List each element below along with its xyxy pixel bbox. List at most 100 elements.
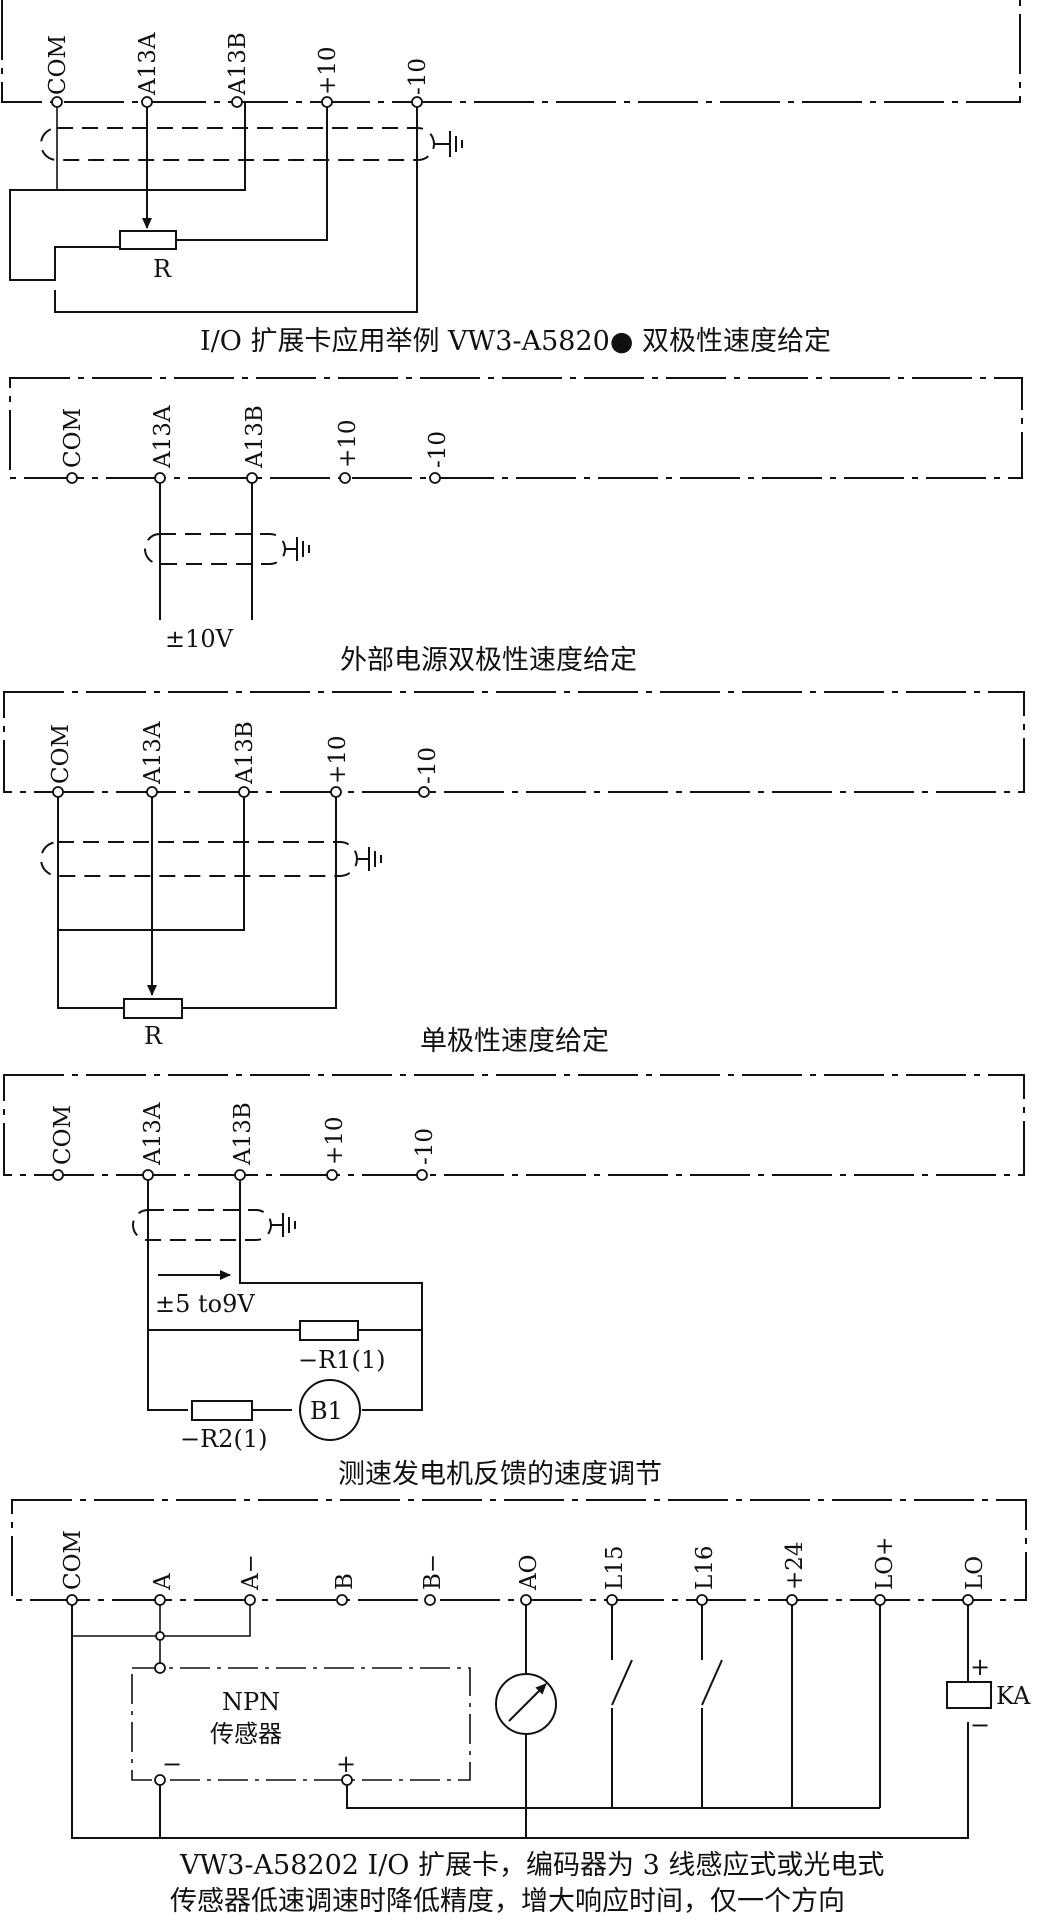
- potentiometer-r: [119, 230, 177, 250]
- shield-2: [144, 533, 286, 565]
- diagram-3: COM A13A A13B +10 -10 R 单极性速度给定: [3, 691, 1025, 1057]
- terminal-label-b-minus: B−: [420, 1554, 446, 1590]
- terminal-pin: [52, 786, 64, 798]
- terminal-pin: [244, 1594, 256, 1606]
- voltage-label: ±5 to9V: [155, 1290, 255, 1318]
- resistor-r2: [191, 1400, 253, 1421]
- terminal-label-a13a: A13A: [150, 405, 176, 469]
- terminal-pin: [424, 1594, 436, 1606]
- relay-minus-label: −: [970, 1711, 990, 1739]
- resistor-label-r: R: [153, 255, 172, 283]
- terminal-label-a-minus: A−: [238, 1554, 264, 1591]
- terminal-label-a13a: A13A: [140, 1102, 166, 1166]
- terminal-pin: [786, 1594, 798, 1606]
- terminal-label-a13b: A13B: [242, 405, 268, 469]
- meter-needle: [508, 1683, 547, 1722]
- diagram-1: COM A13A A13B +10 -10 R I/O 扩展卡应用举例 VW3-…: [1, 0, 1021, 357]
- wire-loop: [9, 102, 246, 281]
- sensor-terminal: [341, 1774, 353, 1786]
- terminal-pin: [51, 96, 63, 108]
- sensor-terminal: [154, 1662, 166, 1674]
- terminal-pin: [606, 1594, 618, 1606]
- terminal-pin: [696, 1594, 708, 1606]
- terminal-pin: [520, 1594, 532, 1606]
- terminal-pin: [154, 472, 166, 484]
- terminal-pin: [416, 1169, 428, 1181]
- wire-plus10: [182, 792, 337, 1009]
- sensor-enclosure: [131, 1667, 471, 1781]
- terminal-label-plus10: +10: [335, 419, 361, 468]
- terminal-label-com: COM: [48, 724, 74, 784]
- terminal-pin: [418, 786, 430, 798]
- terminal-pin: [142, 1169, 154, 1181]
- terminal-label-minus10: -10: [405, 58, 431, 95]
- wire-com: [71, 1600, 969, 1839]
- terminal-label-minus10: -10: [425, 431, 451, 468]
- terminal-pin: [336, 1594, 348, 1606]
- caption-3: 单极性速度给定: [420, 1026, 609, 1057]
- terminal-label-minus10: -10: [412, 1128, 438, 1165]
- terminal-pin: [231, 96, 243, 108]
- resistor-label-r1: −R1(1): [298, 1346, 385, 1374]
- diagram-5: COM A A− B B− AO L15 L16 +24 LO+ LO NPN …: [11, 1499, 1031, 1917]
- switch-l15: [611, 1600, 633, 1808]
- terminal-label-ao: AO: [516, 1555, 542, 1591]
- terminal-label-lo-plus: LO+: [872, 1537, 898, 1590]
- terminal-label-com: COM: [60, 408, 86, 468]
- wire-minus10: [54, 102, 418, 313]
- terminal-label-plus10: +10: [322, 1116, 348, 1165]
- relay-plus-label: +: [970, 1653, 990, 1681]
- caption-2: 外部电源双极性速度给定: [340, 645, 637, 676]
- sensor-terminal: [154, 1774, 166, 1786]
- sensor-plus-label: +: [336, 1750, 356, 1778]
- terminal-label-plus10: +10: [325, 735, 351, 784]
- terminal-pin: [141, 96, 153, 108]
- terminal-pin: [962, 1594, 974, 1606]
- terminal-label-a: A: [150, 1573, 176, 1591]
- resistor-label-r: R: [144, 1022, 163, 1050]
- terminal-label-a13b: A13B: [225, 32, 251, 96]
- wire-plus10: [176, 102, 328, 241]
- shield-ground-4: [271, 1213, 296, 1237]
- terminal-pin: [154, 1594, 166, 1606]
- terminal-label-lo: LO: [962, 1556, 988, 1590]
- caption-5-line2: 传感器低速调速时降低精度，增大响应时间，仅一个方向: [170, 1886, 845, 1917]
- terminal-pin: [66, 472, 78, 484]
- terminal-label-com: COM: [45, 35, 71, 95]
- terminal-block-3: [3, 691, 1025, 793]
- shield-ground-2: [285, 537, 310, 561]
- terminal-pin: [52, 1169, 64, 1181]
- shield-ground-3: [357, 847, 382, 871]
- terminal-label-com: COM: [50, 1105, 76, 1165]
- terminal-pin: [66, 1594, 78, 1606]
- terminal-label-a13a: A13A: [140, 721, 166, 785]
- diagram-2: COM A13A A13B +10 -10 ±10V 外部电源双极性速度给定: [9, 377, 1023, 676]
- terminal-pin: [326, 1169, 338, 1181]
- terminal-block-5: [11, 1499, 1027, 1601]
- shield-1: [40, 127, 435, 161]
- wire-a13a: [147, 1175, 188, 1411]
- wire-a13b: [239, 1175, 423, 1411]
- terminal-label-a13b: A13B: [230, 1102, 256, 1166]
- terminal-pin: [246, 472, 258, 484]
- terminal-block-4: [3, 1074, 1025, 1176]
- terminal-label-l16: L16: [692, 1545, 718, 1590]
- terminal-label-minus10: -10: [415, 747, 441, 784]
- resistor-r1: [299, 1320, 359, 1341]
- terminal-pin: [411, 96, 423, 108]
- relay-coil-ka: [946, 1681, 992, 1709]
- resistor-label-r2: −R2(1): [180, 1425, 267, 1453]
- terminal-label-com: COM: [60, 1530, 86, 1590]
- caption-5-line1: VW3-A58202 I/O 扩展卡，编码器为 3 线感应式或光电式: [179, 1850, 884, 1881]
- generator-label-b1: B1: [310, 1397, 343, 1425]
- shield-ground-1: [434, 131, 463, 157]
- shield-3: [40, 841, 358, 877]
- wire-com: [57, 792, 124, 1009]
- caption-1: I/O 扩展卡应用举例 VW3-A5820● 双极性速度给定: [200, 326, 831, 357]
- terminal-label-b: B: [332, 1573, 358, 1590]
- relay-label-ka: KA: [996, 1682, 1031, 1710]
- terminal-label-plus10: +10: [315, 46, 341, 95]
- terminal-pin: [238, 786, 250, 798]
- terminal-pin: [321, 96, 333, 108]
